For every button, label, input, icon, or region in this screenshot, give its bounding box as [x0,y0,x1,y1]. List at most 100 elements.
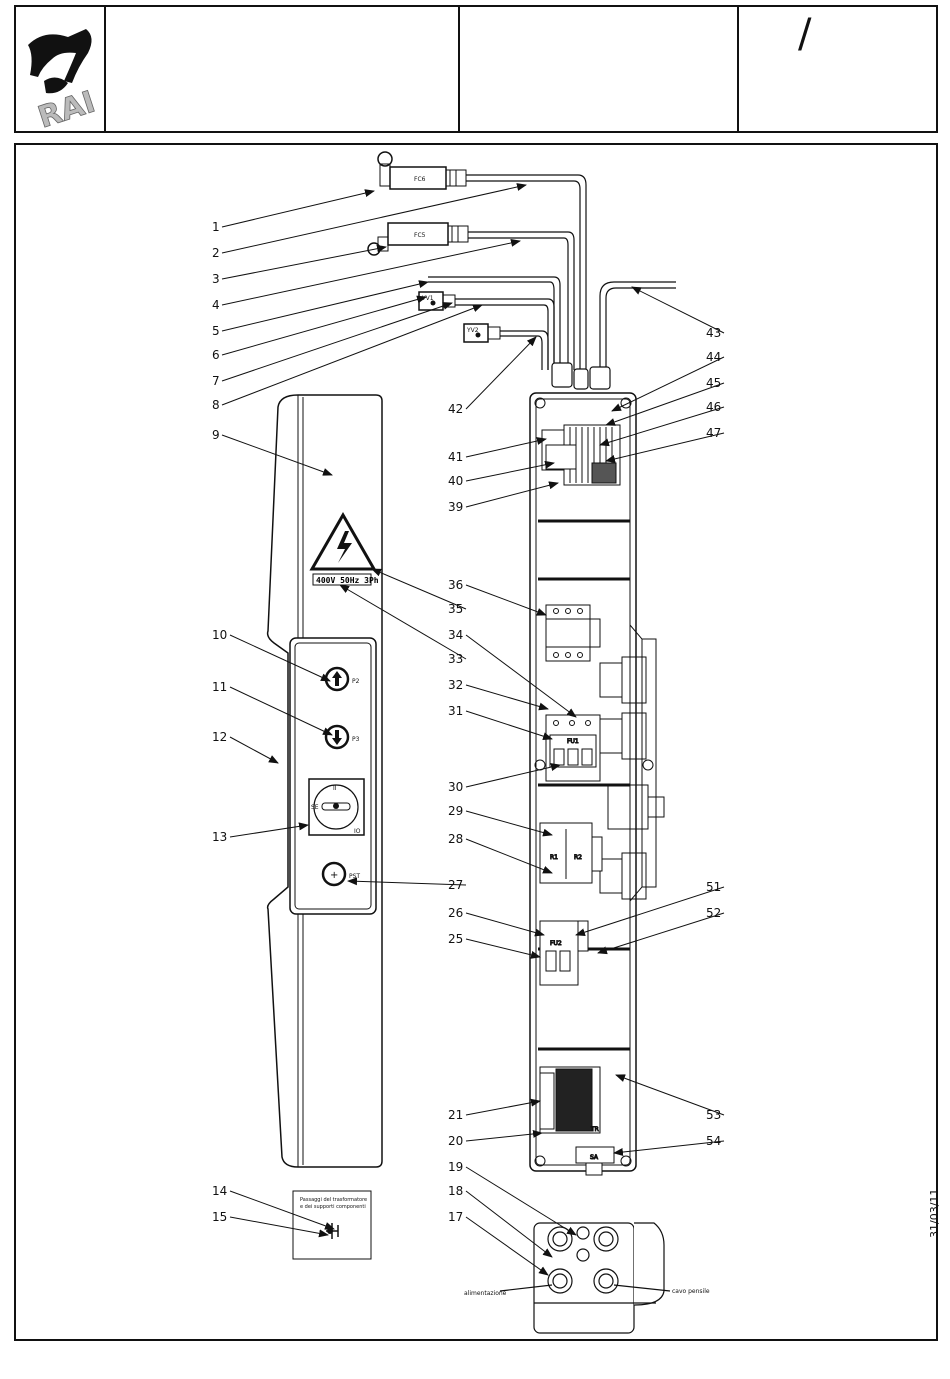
leader-line [466,585,546,615]
leader-line [466,939,540,957]
callout-number: 15 [212,1210,227,1224]
leader-line [576,887,724,935]
fu2-label: FU2 [550,940,562,947]
gland-right-label: cavo pensile [672,1288,710,1295]
callout-number: 30 [448,780,463,794]
callout-number: 10 [212,628,227,642]
callout-number: 7 [212,374,220,388]
fuse-holder-fu2: FU2 [540,921,588,985]
transformer: TR [540,1067,600,1133]
fc5-label: FC5 [414,232,426,239]
callout-30: 30 [448,765,560,794]
callout-number: 6 [212,348,220,362]
selector-switch: II SE IO [309,779,364,835]
sa-label: SA [590,1154,599,1161]
leader-line [616,1075,724,1115]
callout-number: 17 [448,1210,463,1224]
callout-52: 52 [598,906,724,953]
fuse-holder-fu1: FU1 [546,715,600,781]
drawing-frame: FC6 FC5 YV1 YV2 [14,143,938,1341]
logo-text: RAI [34,85,99,131]
callout-number: 11 [212,680,227,694]
callout-number: 13 [212,830,227,844]
callout-number: 20 [448,1134,463,1148]
callout-number: 8 [212,398,220,412]
callout-42: 42 [448,337,536,416]
callout-1: 1 [212,191,374,234]
callout-20: 20 [448,1133,542,1148]
callout-number: 29 [448,804,463,818]
title-block-art: RAI / [16,7,936,131]
callout-number: 4 [212,298,220,312]
r1-label: R1 [550,854,558,861]
callout-47: 47 [606,426,724,461]
callout-5: 5 [212,282,428,338]
callout-number: 21 [448,1108,463,1122]
note-line2: e dei supporti componenti [300,1204,366,1210]
callout-number: 14 [212,1184,227,1198]
callout-number: 3 [212,272,220,286]
callout-number: 40 [448,474,463,488]
callout-number: 12 [212,730,227,744]
callout-number: 1 [212,220,220,234]
leader-line [632,287,724,333]
callout-number: 19 [448,1160,463,1174]
svg-text:+: + [330,870,338,881]
leader-line [466,913,544,935]
leader-line [598,913,724,953]
callout-number: 47 [706,426,721,440]
leader-line [606,433,724,461]
callout-53: 53 [616,1075,724,1122]
callout-number: 32 [448,678,463,692]
callout-35: 35 [372,569,466,616]
leader-line [466,463,554,481]
solenoid-plug-yv1: YV1 [419,292,455,310]
callout-number: 36 [448,578,463,592]
leader-line [466,811,552,835]
leader-line [466,1101,540,1115]
voltage-label: 400V 50Hz 3Ph [316,576,379,585]
callout-number: 53 [706,1108,721,1122]
callout-43: 43 [632,287,724,340]
limit-switch-fc6: FC6 [378,152,466,189]
callout-number: 45 [706,376,721,390]
callout-number: 26 [448,906,463,920]
leader-line [222,282,428,331]
callout-40: 40 [448,463,554,488]
selector-left-label: SE [311,804,319,811]
leader-line [222,247,386,279]
schematic-drawing: FC6 FC5 YV1 YV2 [16,145,936,1339]
selector-bottom-label: IO [354,828,361,835]
callout-number: 28 [448,832,463,846]
callout-3: 3 [212,247,386,286]
callout-7: 7 [212,303,452,388]
callout-12: 12 [212,730,278,763]
callout-2: 2 [212,185,526,260]
fu1-label: FU1 [567,738,579,745]
callout-number: 18 [448,1184,463,1198]
callout-number: 42 [448,402,463,416]
leader-line [222,303,452,381]
leader-line [466,839,552,873]
callout-21: 21 [448,1101,540,1122]
callout-51: 51 [576,880,724,935]
selector-top-label: II [333,785,337,792]
leader-line [466,337,536,409]
terminal-block [542,425,620,485]
leader-line [466,483,558,507]
leader-line [230,737,278,763]
callout-number: 2 [212,246,220,260]
tr-label: TR [590,1126,599,1133]
solenoid-plug-yv2: YV2 [464,324,500,342]
fc6-label: FC6 [414,176,426,183]
p2-label: P2 [352,678,360,685]
callout-number: 25 [448,932,463,946]
cable-glands-top [552,363,610,389]
r2-label: R2 [574,854,582,861]
callout-number: 39 [448,500,463,514]
pst-label: PST [349,873,360,880]
leader-line [466,1167,576,1235]
callout-number: 33 [448,652,463,666]
revision-mark: / [798,11,812,57]
callout-number: 9 [212,428,220,442]
